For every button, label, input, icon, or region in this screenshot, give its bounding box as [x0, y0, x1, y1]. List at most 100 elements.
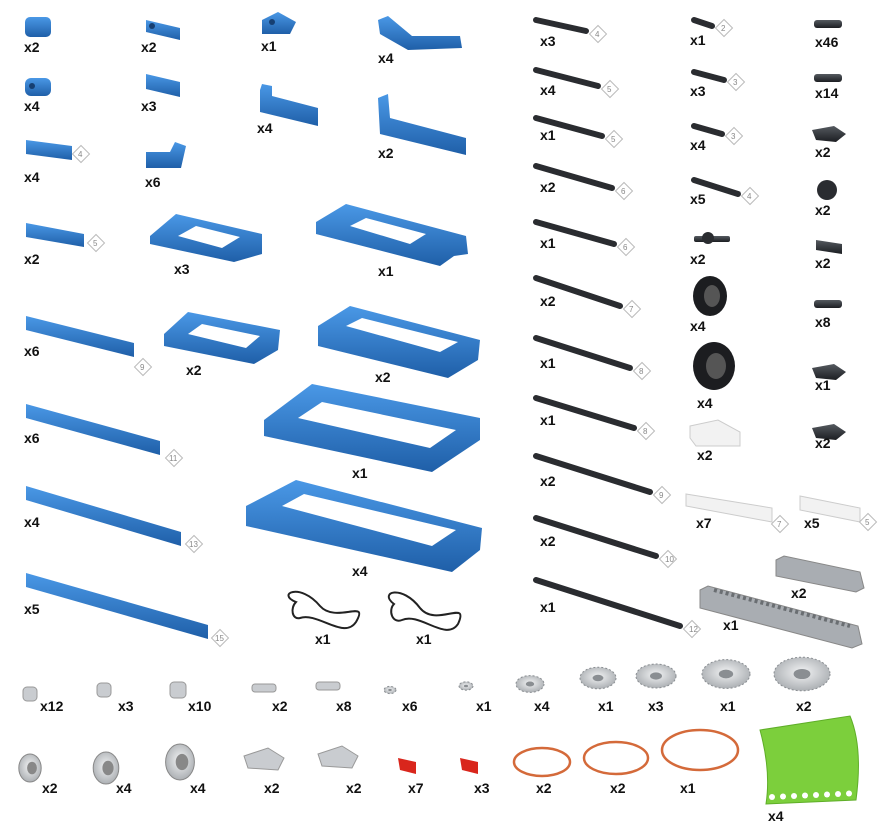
qty-label: x1 — [315, 631, 331, 647]
axle-joiner-cross: x2 — [690, 232, 730, 267]
qty-label: x1 — [690, 32, 706, 48]
blue-frame-11x15: x2 — [318, 306, 480, 385]
length-tag: 9 — [659, 491, 664, 500]
length-tag-badge — [714, 18, 734, 38]
qty-label: x14 — [815, 85, 839, 101]
qty-label: x1 — [540, 599, 556, 615]
black-axle: 7 x2 — [533, 275, 642, 319]
length-tag-badge — [632, 361, 652, 381]
qty-label: x4 — [24, 98, 40, 114]
blue-frame-7x11: x2 — [164, 312, 280, 378]
grey-gear: x2 — [773, 656, 831, 714]
grey-connector: x2 — [243, 747, 285, 796]
grey-pin: x2 — [251, 683, 288, 714]
qty-label: x2 — [540, 293, 556, 309]
qty-label: x6 — [24, 430, 40, 446]
black-connector: x1 — [812, 364, 846, 393]
black-connector: x46 — [814, 20, 842, 50]
short-axle: 3x4 — [690, 123, 744, 153]
black-connector: x2 — [812, 126, 846, 160]
blue-beam-2-small: x2 — [141, 20, 180, 55]
qty-label: x1 — [261, 38, 277, 54]
qty-label: x4 — [24, 514, 40, 530]
length-tag: 11 — [169, 454, 178, 463]
qty-label: x3 — [690, 83, 706, 99]
qty-label: x2 — [690, 251, 706, 267]
blue-bent-beam: x4 — [378, 16, 462, 66]
length-tag: 6 — [621, 187, 626, 196]
black-axle: 8x1 — [533, 335, 652, 381]
red-connector: x3 — [460, 758, 490, 796]
qty-label: x5 — [690, 191, 706, 207]
length-tag-badge — [614, 181, 634, 201]
qty-label: x2 — [815, 144, 831, 160]
white-beam-7: 7 x7 — [685, 493, 790, 534]
length-tag: 7 — [629, 305, 634, 314]
qty-label: x4 — [190, 780, 206, 796]
short-axle: 3 x3 — [690, 69, 746, 99]
tire-large: x4 — [693, 342, 735, 411]
qty-label: x8 — [336, 698, 352, 714]
sensor-cable: x1 — [387, 591, 462, 647]
blue-beam-13: 13 x4 — [24, 486, 204, 554]
qty-label: x1 — [680, 780, 696, 796]
tire-small: x4 — [690, 276, 727, 334]
length-tag: 9 — [140, 363, 145, 372]
qty-label: x1 — [598, 698, 614, 714]
qty-label: x2 — [375, 369, 391, 385]
qty-label: x2 — [272, 698, 288, 714]
motor-cable: x1 — [287, 590, 361, 647]
blue-beam-1x3: x4 — [24, 78, 51, 114]
blue-beam-3-small: x3 — [141, 74, 180, 114]
white-beam-5: 5 x5 — [799, 495, 878, 532]
qty-label: x5 — [804, 515, 820, 531]
qty-label: x1 — [352, 465, 368, 481]
black-axle: 8x1 — [533, 395, 656, 441]
qty-label: x3 — [174, 261, 190, 277]
qty-label: x2 — [815, 202, 831, 218]
black-axle: 6x1 — [533, 219, 636, 257]
length-tag: 5 — [611, 135, 616, 144]
length-tag: 5 — [93, 239, 98, 248]
rubber-band: x2 — [582, 740, 650, 796]
blue-beam-1x2: x2 — [24, 17, 51, 55]
qty-label: x12 — [40, 698, 64, 714]
grey-bush: x12 — [22, 686, 64, 714]
qty-label: x2 — [791, 585, 807, 601]
qty-label: x4 — [697, 395, 713, 411]
qty-label: x2 — [540, 179, 556, 195]
short-axle: 4x5 — [690, 177, 760, 207]
qty-label: x2 — [24, 251, 40, 267]
blue-frame-5x7: x3 — [150, 214, 262, 277]
length-tag: 5 — [607, 85, 612, 94]
length-tag-badge — [652, 485, 672, 505]
length-tag: 4 — [595, 30, 600, 39]
rubber-band: x1 — [660, 728, 740, 796]
qty-label: x3 — [648, 698, 664, 714]
grey-pin: x8 — [315, 681, 352, 714]
qty-label: x7 — [696, 515, 712, 531]
wheel-hub: x2 — [18, 753, 58, 796]
qty-label: x4 — [690, 318, 706, 334]
length-tag-badge — [682, 619, 702, 639]
grey-gear: x1 — [701, 659, 751, 714]
length-tag-badge — [724, 126, 744, 146]
black-connector: x2 — [812, 424, 846, 451]
qty-label: x4 — [378, 50, 394, 66]
qty-label: x2 — [540, 533, 556, 549]
qty-label: x3 — [540, 33, 556, 49]
length-tag: 15 — [215, 634, 224, 643]
length-tag-badge — [588, 24, 608, 44]
length-tag: 3 — [731, 132, 736, 141]
black-axle: 9x2 — [533, 453, 672, 505]
length-tag: 3 — [733, 78, 738, 87]
blue-beam-4: 4 x4 — [24, 140, 91, 185]
qty-label: x1 — [378, 263, 394, 279]
qty-label: x46 — [815, 34, 839, 50]
grey-gear: x4 — [515, 675, 550, 714]
qty-label: x2 — [610, 780, 626, 796]
grey-gear: x3 — [635, 663, 677, 714]
blue-beam-5: 5 x2 — [24, 223, 106, 267]
